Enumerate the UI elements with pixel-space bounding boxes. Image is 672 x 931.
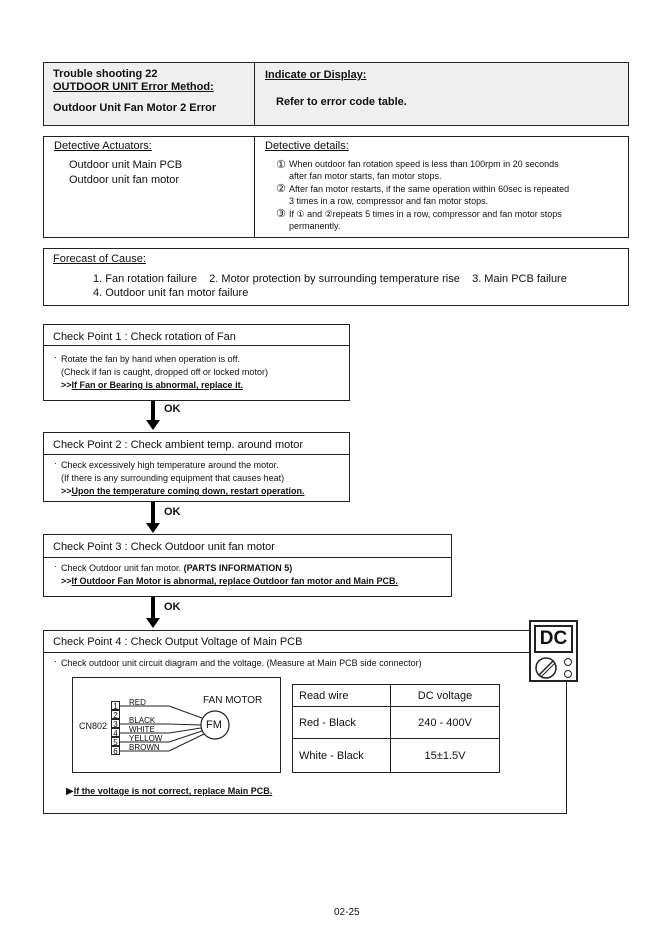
play-arrow-icon: ▶ — [66, 786, 74, 797]
detail-mark: ① — [276, 159, 286, 171]
table-cell: 15±1.5V — [390, 738, 500, 773]
detective-divider — [254, 136, 255, 238]
wire-label: WHITE — [129, 725, 155, 734]
action-text: If the voltage is not correct, replace M… — [73, 786, 273, 796]
bullet: · — [54, 458, 57, 468]
detail-line: If ① and ②repeats 5 times in a row, comp… — [289, 209, 562, 219]
wire-label: YELLOW — [129, 734, 163, 743]
detail-line: after fan motor starts, fan motor stops. — [289, 171, 442, 181]
detail-line: After fan motor restarts, if the same op… — [289, 184, 570, 194]
forecast-line: 1. Fan rotation failure 2. Motor protect… — [93, 273, 567, 285]
voltage-table: Read wire DC voltage Red - Black 240 - 4… — [292, 684, 500, 773]
checkpoint-3-line-text: Check Outdoor unit fan motor. — [61, 563, 182, 573]
wire-label: RED — [129, 698, 146, 707]
detail-line: When outdoor fan rotation speed is less … — [289, 159, 559, 169]
action-text: If Outdoor Fan Motor is abnormal, replac… — [71, 576, 399, 586]
checkpoint-3-title: Check Point 3 : Check Outdoor unit fan m… — [53, 541, 275, 553]
dial-icon — [535, 657, 572, 679]
error-name: Outdoor Unit Fan Motor 2 Error — [53, 102, 217, 114]
bullet: · — [54, 656, 57, 666]
arrow-shaft — [151, 401, 155, 421]
table-row: Red - Black 240 - 400V — [292, 706, 500, 739]
fan-motor-label: FAN MOTOR — [203, 695, 263, 706]
checkpoint-1-line: Rotate the fan by hand when operation is… — [61, 354, 240, 364]
table-header: DC voltage — [390, 684, 500, 707]
checkpoint-1-body — [43, 345, 350, 401]
action-text: If Fan or Bearing is abnormal, replace i… — [71, 380, 244, 390]
arrow-down-icon — [146, 618, 160, 628]
dc-meter-icon: DC — [529, 620, 578, 682]
details-label: Detective details: — [265, 140, 349, 152]
indicate-text: Refer to error code table. — [276, 96, 407, 108]
connector-pin: 6 — [111, 746, 120, 756]
actuator-item: Outdoor unit Main PCB — [69, 159, 183, 171]
table-row: White - Black 15±1.5V — [292, 738, 500, 773]
method-label: OUTDOOR UNIT Error Method: — [53, 81, 214, 93]
checkpoint-1-line: (Check if fan is caught, dropped off or … — [61, 367, 268, 377]
action-text: Upon the temperature coming down, restar… — [71, 486, 305, 496]
table-cell: White - Black — [292, 738, 391, 773]
checkpoint-3-line: Check Outdoor unit fan motor. (PARTS INF… — [61, 563, 292, 573]
trouble-title: Trouble shooting 22 — [53, 68, 158, 80]
checkpoint-3-title-box — [43, 534, 452, 558]
actuators-label: Detective Actuators: — [54, 140, 152, 152]
ok-label: OK — [164, 601, 181, 613]
checkpoint-2-action: >>Upon the temperature coming down, rest… — [61, 486, 305, 496]
checkpoint-4-action: ▶If the voltage is not correct, replace … — [66, 786, 272, 797]
connector-pin: 5 — [111, 737, 120, 747]
connector-pin: 3 — [111, 719, 120, 729]
bullet: · — [54, 561, 57, 571]
checkpoint-4-title: Check Point 4 : Check Output Voltage of … — [53, 636, 303, 648]
checkpoint-3-action: >>If Outdoor Fan Motor is abnormal, repl… — [61, 576, 398, 586]
dc-label: DC — [534, 625, 573, 653]
table-header: Read wire — [292, 684, 391, 707]
checkpoint-4-line: Check outdoor unit circuit diagram and t… — [61, 658, 422, 668]
bullet: · — [54, 352, 57, 362]
table-cell: Red - Black — [292, 706, 391, 739]
detail-line: permanently. — [289, 221, 341, 231]
ok-label: OK — [164, 506, 181, 518]
wiring-diagram: CN802 1 2 3 4 5 6 RED BLACK WHITE YELLOW… — [72, 677, 281, 773]
fm-symbol: FM — [206, 719, 222, 731]
table-header-row: Read wire DC voltage — [292, 684, 500, 707]
arrow-down-icon — [146, 420, 160, 430]
arrow-shaft — [151, 597, 155, 619]
checkpoint-3-body — [43, 557, 452, 597]
checkpoint-2-title: Check Point 2 : Check ambient temp. arou… — [53, 439, 304, 451]
header-divider — [254, 62, 255, 126]
checkpoint-2-line: (If there is any surrounding equipment t… — [61, 473, 285, 483]
table-cell: 240 - 400V — [390, 706, 500, 739]
detail-line: 3 times in a row, compressor and fan mot… — [289, 196, 489, 206]
arrow-shaft — [151, 502, 155, 524]
connector-pin: 1 — [111, 701, 120, 711]
actuator-item: Outdoor unit fan motor — [69, 174, 180, 186]
checkpoint-1-action: >>If Fan or Bearing is abnormal, replace… — [61, 380, 243, 390]
parts-info-ref: (PARTS INFORMATION 5) — [183, 563, 293, 573]
forecast-box — [43, 248, 629, 306]
page-number: 02-25 — [334, 907, 360, 918]
forecast-label: Forecast of Cause: — [53, 253, 146, 265]
action-prefix: >> — [61, 486, 72, 496]
checkpoint-2-body — [43, 454, 350, 502]
detective-box — [43, 136, 629, 238]
header-box — [43, 62, 629, 126]
action-prefix: >> — [61, 576, 72, 586]
connector-label: CN802 — [79, 721, 108, 731]
arrow-down-icon — [146, 523, 160, 533]
detail-mark: ② — [276, 183, 286, 195]
action-prefix: >> — [61, 380, 72, 390]
indicate-label: Indicate or Display: — [265, 69, 367, 81]
detail-mark: ③ — [276, 208, 286, 220]
ok-label: OK — [164, 403, 181, 415]
wire-lines — [120, 705, 230, 752]
wire-label: BROWN — [129, 743, 160, 752]
checkpoint-1-title: Check Point 1 : Check rotation of Fan — [53, 331, 236, 343]
connector-pin: 2 — [111, 710, 120, 720]
forecast-line: 4. Outdoor unit fan motor failure — [93, 287, 249, 299]
wire-label: BLACK — [129, 716, 156, 725]
connector-pin: 4 — [111, 728, 120, 738]
checkpoint-2-line: Check excessively high temperature aroun… — [61, 460, 279, 470]
